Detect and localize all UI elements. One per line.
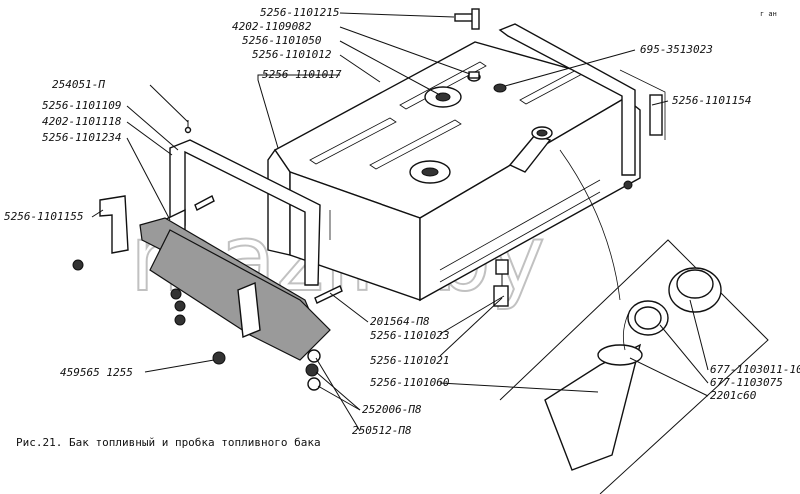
fuel-tank [267, 41, 641, 302]
sender-flange [424, 86, 462, 108]
label-5256-1101155: 5256-1101155 [4, 210, 83, 223]
label-254051-p: 254051-П [52, 78, 105, 91]
label-201564-p8: 201564-П8 [370, 315, 430, 328]
label-5256-1101109: 5256-1101109 [42, 99, 121, 112]
label-5256-1101023: 5256-1101023 [370, 329, 449, 342]
label-677-1103011-10: 677-1103011-10 [710, 363, 800, 376]
label-677-1103075: 677-1103075 [710, 376, 783, 389]
cap-inset [499, 239, 769, 494]
leader-lines [91, 12, 709, 432]
label-5256-1101060: 5256-1101060 [370, 376, 450, 389]
vent-plug [493, 83, 507, 93]
top-fitting [467, 71, 481, 82]
drain-plug [493, 259, 509, 307]
label-250512-p8: 250512-П8 [352, 424, 412, 437]
tee-fitting [454, 8, 480, 30]
label-4202-1101118: 4202-1101118 [42, 115, 122, 128]
label-2201s60: 2201с60 [710, 389, 757, 402]
label-252006-p8: 252006-П8 [362, 403, 422, 416]
figure-caption: Рис.21. Бак топливный и пробка топливног… [16, 436, 321, 449]
bracket-left [99, 195, 129, 254]
label-5256-1101215: 5256-1101215 [260, 6, 339, 19]
label-5256-1101012: 5256-1101012 [252, 48, 332, 61]
label-459565-1255: 459565 1255 [60, 366, 133, 379]
bolts-and-nuts [72, 120, 633, 391]
label-4202-1109082: 4202-1109082 [232, 20, 312, 33]
label-5256-1101021: 5256-1101021 [370, 354, 449, 367]
filler-neck [508, 126, 553, 173]
label-695-3513023: 695-3513023 [640, 43, 713, 56]
corner-mark: г ан [760, 10, 777, 18]
label-5256-1101154: 5256-1101154 [672, 94, 751, 107]
fuel-line [559, 149, 621, 301]
support-cushions [139, 217, 331, 361]
drain-flange [409, 160, 451, 184]
label-5256-1101234: 5256-1101234 [42, 131, 121, 144]
label-5256-1101050: 5256-1101050 [242, 34, 322, 47]
label-5256-1101017: 5256-1101017 [262, 68, 342, 81]
